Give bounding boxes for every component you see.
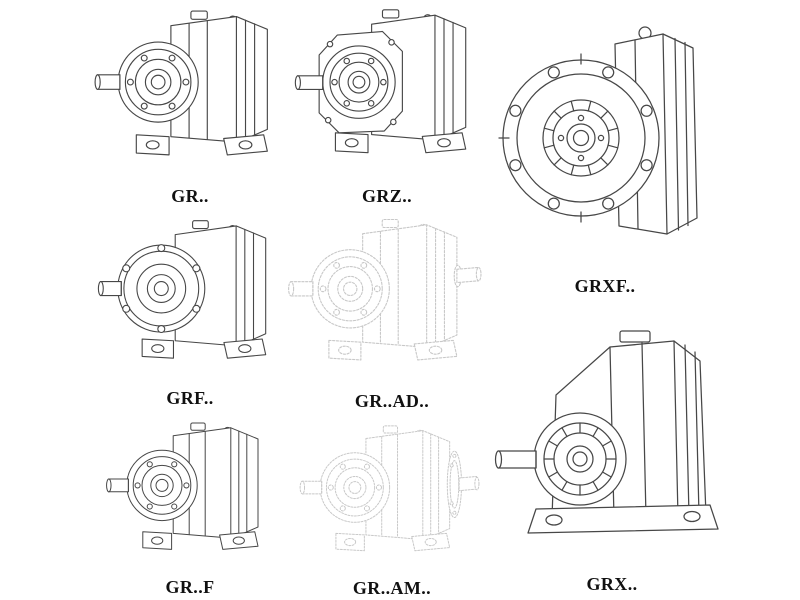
gearbox-figure-grad: GR..AD.. (288, 210, 496, 415)
model-label-grxf: GRXF.. (574, 276, 636, 296)
gearbox-foot-drawing (94, 10, 268, 156)
gearbox-flange-use (97, 220, 267, 359)
gearbox-foot-use (106, 422, 259, 550)
gearbox-flange-drawing (97, 220, 267, 359)
gearbox-figure-grz: GRZ.. (292, 2, 482, 210)
gearbox-figure-grx: GRX.. (492, 300, 732, 598)
gearbox-figure-grfoot: GR..F (92, 415, 288, 600)
model-label-grfoot: GR..F (165, 577, 215, 597)
gearbox-front-flange-drawing (498, 26, 698, 235)
gearbox-figure-grf: GRF.. (92, 212, 288, 412)
gearbox-motor-flange-drawing (299, 425, 480, 552)
model-label-grf: GRF.. (166, 388, 214, 408)
gearbox-z-use (294, 9, 467, 154)
gearbox-foot-drawing (106, 422, 259, 550)
gearbox-foot-use (288, 218, 458, 361)
model-label-gr: GR.. (171, 186, 209, 206)
gearbox-foot-use (299, 425, 451, 552)
motor-adapter-flange-use (446, 450, 480, 519)
gearbox-figure-grxf: GRXF.. (495, 0, 715, 300)
gearbox-adapter-drawing (288, 218, 482, 361)
gearbox-figure-gram: GR..AM.. (288, 418, 496, 600)
gearbox-foot-use (94, 10, 268, 156)
gearbox-figure-gr: GR.. (92, 2, 288, 210)
gearbox-front-use (498, 26, 698, 235)
gearbox-large-drawing (494, 330, 719, 534)
model-label-grad: GR..AD.. (354, 391, 430, 411)
model-label-gram: GR..AM.. (352, 578, 432, 598)
model-label-grx: GRX.. (586, 574, 638, 594)
input-shaft-adapter-use (453, 264, 482, 288)
gearbox-z-drawing (294, 9, 467, 154)
model-label-grz: GRZ.. (361, 186, 412, 206)
gearbox-large-use (494, 330, 719, 534)
